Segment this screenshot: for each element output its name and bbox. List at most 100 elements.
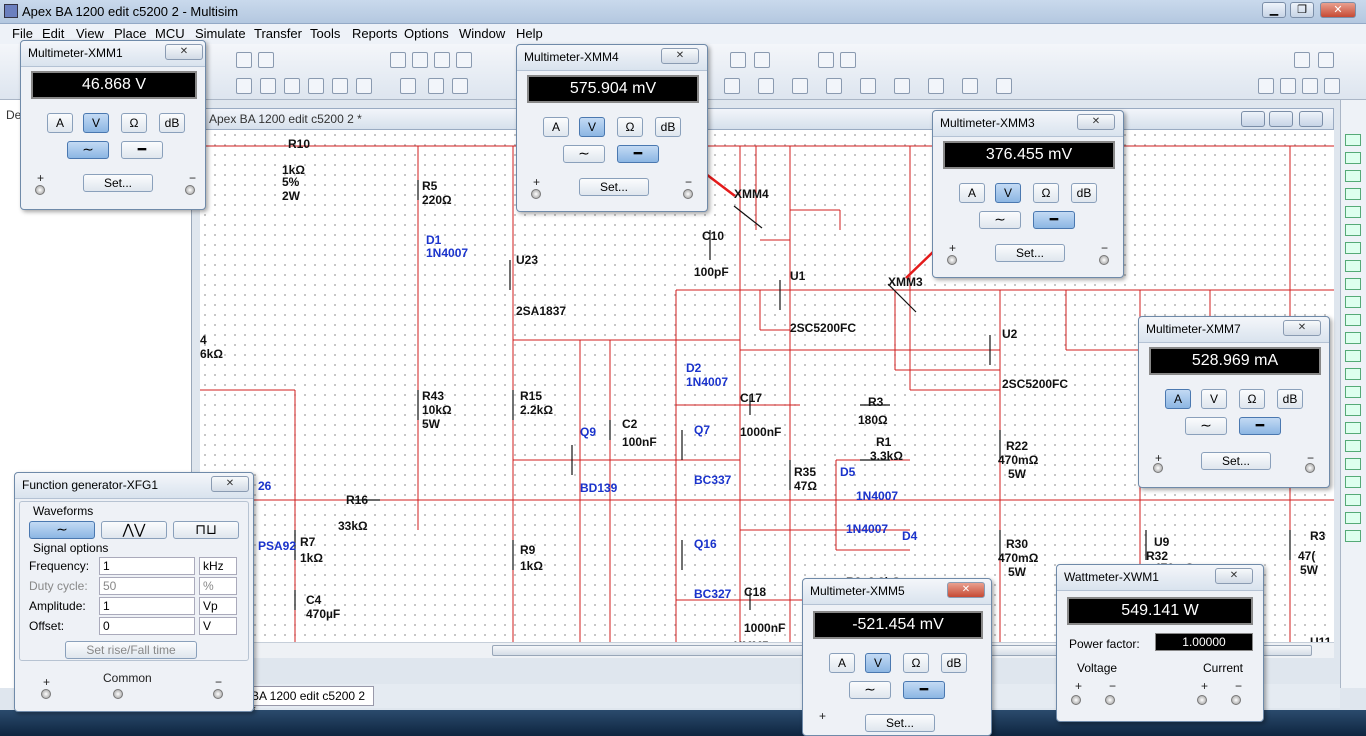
terminal-minus[interactable] (185, 185, 195, 195)
redo-icon[interactable] (258, 52, 274, 68)
toolbar-button[interactable] (996, 78, 1012, 94)
mode-v-button[interactable]: V (83, 113, 109, 133)
ac-button[interactable]: ∼ (563, 145, 605, 163)
close-button[interactable]: ✕ (1320, 2, 1356, 18)
multimeter-xmm5-window[interactable]: Multimeter-XMM5 ✕ -521.454 mV A V Ω dB ∼… (802, 578, 992, 736)
instrument-icon[interactable] (1345, 494, 1361, 506)
toolbar-button[interactable] (456, 52, 472, 68)
terminal-plus[interactable] (531, 189, 541, 199)
instrument-icon[interactable] (1345, 368, 1361, 380)
set-button[interactable]: Set... (865, 714, 935, 732)
close-icon[interactable]: ✕ (1283, 320, 1321, 336)
toolbar-button[interactable] (754, 52, 770, 68)
instrument-icon[interactable] (1345, 476, 1361, 488)
terminal-minus[interactable] (213, 689, 223, 699)
frequency-input[interactable]: 1 (99, 557, 195, 575)
amplitude-input[interactable]: 1 (99, 597, 195, 615)
set-button[interactable]: Set... (579, 178, 649, 196)
instrument-icon[interactable] (1345, 152, 1361, 164)
multimeter-xmm7-window[interactable]: Multimeter-XMM7 ✕ 528.969 mA A V Ω dB ∼ … (1138, 316, 1330, 488)
help-icon[interactable] (840, 52, 856, 68)
terminal-plus[interactable] (35, 185, 45, 195)
toolbar-button[interactable] (400, 78, 416, 94)
toolbar-button[interactable] (860, 78, 876, 94)
zoom-area-icon[interactable] (1302, 78, 1318, 94)
instrument-icon[interactable] (1345, 530, 1361, 542)
zoom-out-icon[interactable] (1280, 78, 1296, 94)
doc-close-button[interactable] (1299, 111, 1323, 127)
toolbar-button[interactable] (308, 78, 324, 94)
close-icon[interactable]: ✕ (1215, 568, 1253, 584)
dc-button[interactable]: ━ (903, 681, 945, 699)
offset-input[interactable]: 0 (99, 617, 195, 635)
sine-wave-button[interactable]: ∼ (29, 521, 95, 539)
multimeter-xmm4-window[interactable]: Multimeter-XMM4 ✕ 575.904 mV A V Ω dB ∼ … (516, 44, 708, 212)
toolbar-button[interactable] (730, 52, 746, 68)
instrument-icon[interactable] (1345, 350, 1361, 362)
menu-file[interactable]: File (12, 26, 33, 41)
close-icon[interactable]: ✕ (947, 582, 985, 598)
toolbar-button[interactable] (236, 78, 252, 94)
mode-a-button[interactable]: A (959, 183, 985, 203)
dc-button[interactable]: ━ (1239, 417, 1281, 435)
toolbar-button[interactable] (758, 78, 774, 94)
zoom-in-icon[interactable] (1258, 78, 1274, 94)
ac-button[interactable]: ∼ (67, 141, 109, 159)
menu-tools[interactable]: Tools (310, 26, 341, 41)
toolbar-button[interactable] (826, 78, 842, 94)
instrument-icon[interactable] (1345, 224, 1361, 236)
instrument-icon[interactable] (1345, 188, 1361, 200)
instrument-icon[interactable] (1345, 278, 1361, 290)
multimeter-xmm1-window[interactable]: Multimeter-XMM1 ✕ 46.868 V A V Ω dB ∼ ━ … (20, 40, 206, 210)
dc-button[interactable]: ━ (617, 145, 659, 163)
toolbar-button[interactable] (894, 78, 910, 94)
toolbar-button[interactable] (724, 78, 740, 94)
offset-unit[interactable]: V (199, 617, 237, 635)
toolbar-button[interactable] (356, 78, 372, 94)
instrument-icon[interactable] (1345, 422, 1361, 434)
instrument-icon[interactable] (1345, 440, 1361, 452)
multimeter-xmm3-window[interactable]: Multimeter-XMM3 ✕ 376.455 mV A V Ω dB ∼ … (932, 110, 1124, 278)
mode-v-button[interactable]: V (1201, 389, 1227, 409)
menu-simulate[interactable]: Simulate (195, 26, 246, 41)
instrument-icon[interactable] (1345, 332, 1361, 344)
mode-a-button[interactable]: A (47, 113, 73, 133)
mode-a-button[interactable]: A (1165, 389, 1191, 409)
amplitude-unit[interactable]: Vp (199, 597, 237, 615)
undo-icon[interactable] (236, 52, 252, 68)
instrument-icon[interactable] (1345, 512, 1361, 524)
mode-db-button[interactable]: dB (1071, 183, 1097, 203)
instrument-icon[interactable] (1345, 404, 1361, 416)
doc-minimize-button[interactable] (1241, 111, 1265, 127)
menu-view[interactable]: View (76, 26, 104, 41)
voltage-plus-terminal[interactable] (1071, 695, 1081, 705)
close-icon[interactable]: ✕ (211, 476, 249, 492)
mode-ohm-button[interactable]: Ω (617, 117, 643, 137)
set-button[interactable]: Set... (1201, 452, 1271, 470)
set-button[interactable]: Set... (83, 174, 153, 192)
mode-db-button[interactable]: dB (1277, 389, 1303, 409)
voltage-minus-terminal[interactable] (1105, 695, 1115, 705)
mode-v-button[interactable]: V (995, 183, 1021, 203)
ac-button[interactable]: ∼ (1185, 417, 1227, 435)
toolbar-button[interactable] (452, 78, 468, 94)
terminal-minus[interactable] (683, 189, 693, 199)
instrument-icon[interactable] (1345, 206, 1361, 218)
instrument-icon[interactable] (1345, 242, 1361, 254)
close-icon[interactable]: ✕ (1077, 114, 1115, 130)
mode-v-button[interactable]: V (865, 653, 891, 673)
current-plus-terminal[interactable] (1197, 695, 1207, 705)
toolbar-button[interactable] (428, 78, 444, 94)
menu-help[interactable]: Help (516, 26, 543, 41)
terminal-common[interactable] (113, 689, 123, 699)
toolbar-button[interactable] (792, 78, 808, 94)
instrument-icon[interactable] (1345, 170, 1361, 182)
toolbar-button[interactable] (390, 52, 406, 68)
frequency-unit[interactable]: kHz (199, 557, 237, 575)
mode-ohm-button[interactable]: Ω (1239, 389, 1265, 409)
mode-v-button[interactable]: V (579, 117, 605, 137)
terminal-plus[interactable] (1153, 463, 1163, 473)
toolbar-button[interactable] (284, 78, 300, 94)
toolbar-button[interactable] (434, 52, 450, 68)
mode-a-button[interactable]: A (543, 117, 569, 137)
